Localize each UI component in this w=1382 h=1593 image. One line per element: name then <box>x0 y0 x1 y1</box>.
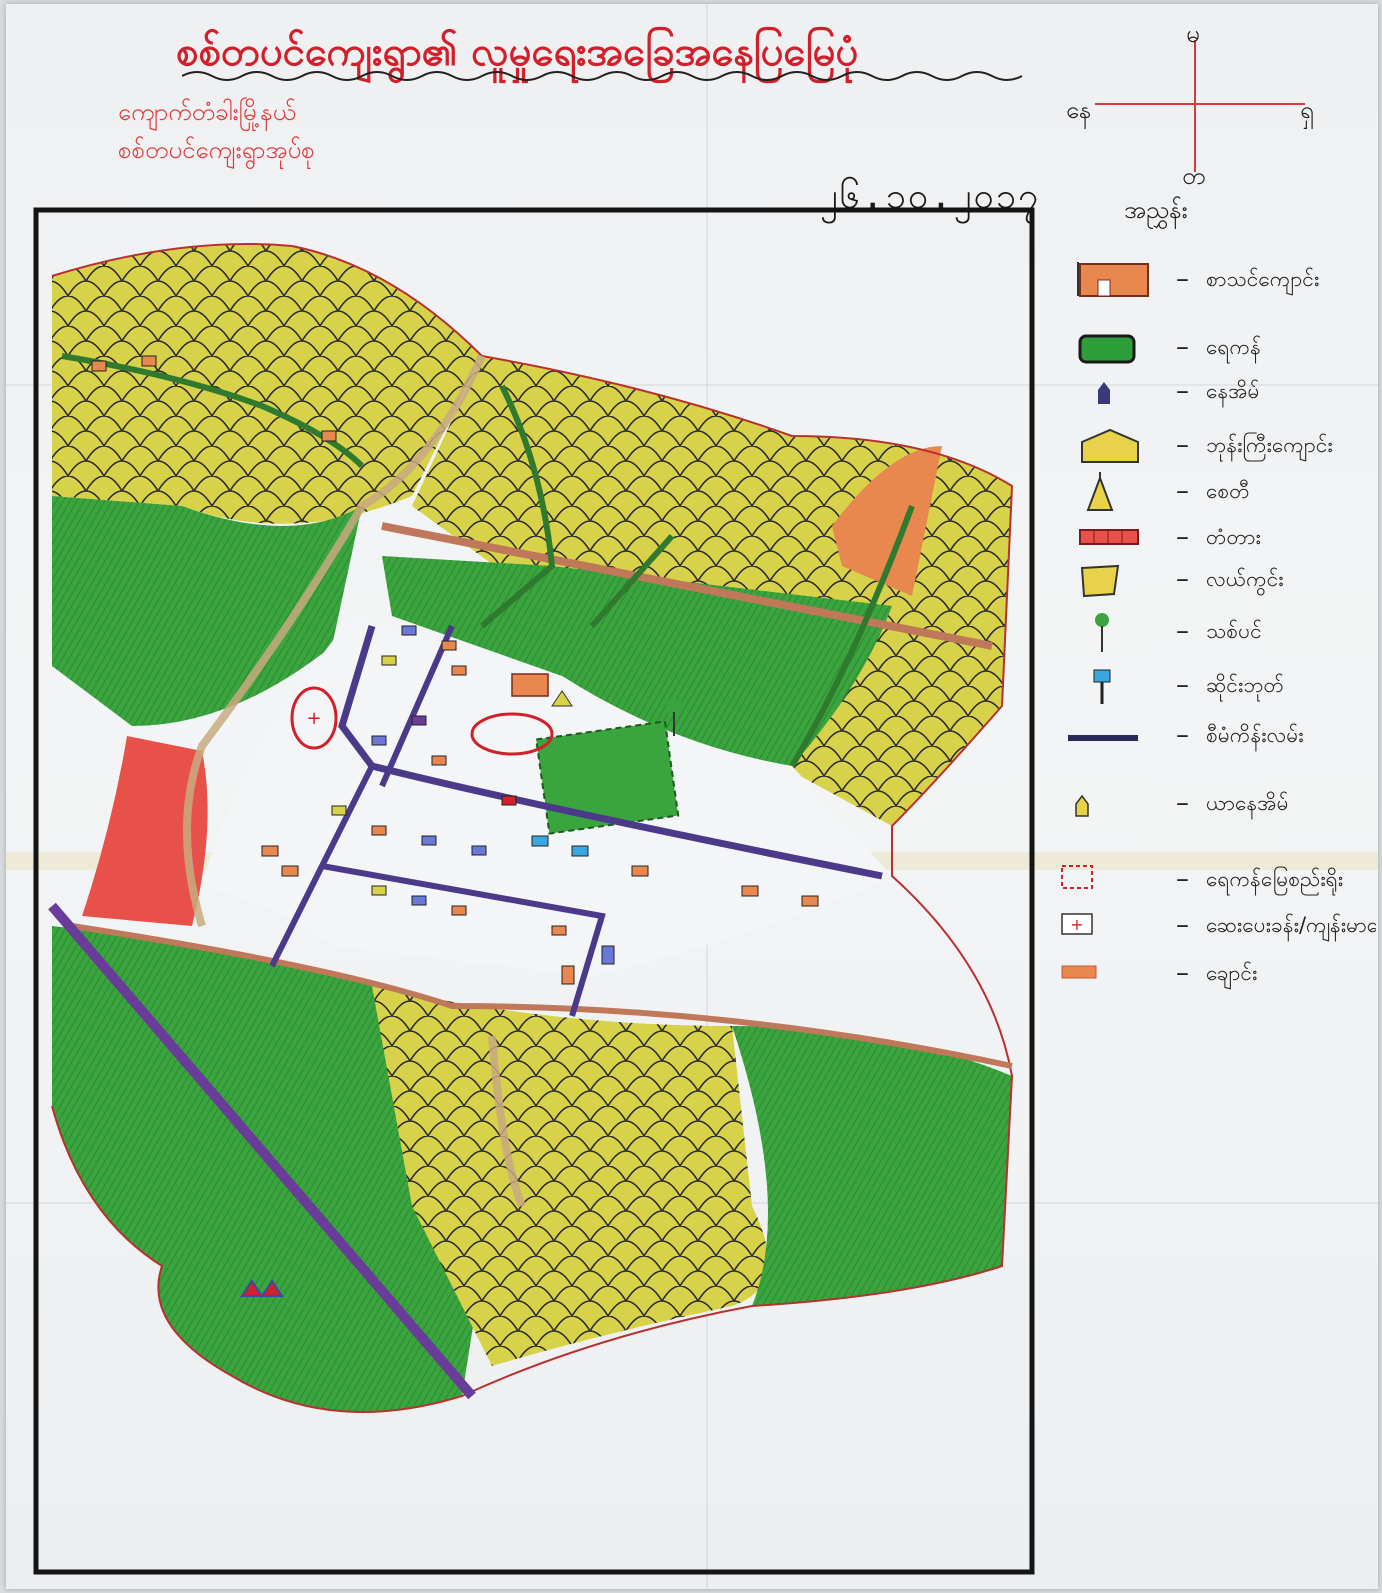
house-icon <box>1098 382 1110 404</box>
signboard-icon <box>1093 669 1111 704</box>
legend-item-bridge: –တံတား <box>1058 516 1378 560</box>
title-underline <box>182 71 1023 81</box>
road-purple-diagonal <box>48 902 476 1400</box>
legend-title: အညွှန်း <box>1124 196 1188 224</box>
legend-item-school: –စာသင်ကျောင်း <box>1058 258 1378 302</box>
compass-west: နေ <box>1066 96 1092 124</box>
pond <box>535 720 680 835</box>
legend-item-farmland: –လယ်ကွင်း <box>1058 558 1378 602</box>
legend-item-shelter: –ယာနေအိမ် <box>1058 782 1378 826</box>
pagoda-icon <box>551 690 573 707</box>
legend-item-signboard: –ဆိုင်းဘုတ် <box>1058 664 1378 708</box>
school-icon <box>1077 262 1149 297</box>
pagoda-icon <box>1086 472 1114 511</box>
road-brown-east-west <box>381 522 993 650</box>
compass-east: ရှ <box>1300 96 1314 124</box>
map-border <box>33 207 1035 1575</box>
legend-item-road: –စီမံကိန်းလမ်း <box>1058 714 1378 758</box>
stream-icon <box>1061 965 1097 979</box>
farmland-icon <box>1080 564 1120 598</box>
clinic-icon: + <box>1061 913 1093 935</box>
legend-item-house: –နေအိမ် <box>1058 370 1378 414</box>
legend-item-stream: –ချောင်း <box>1058 952 1378 996</box>
legend-item-monastery: –ဘုန်းကြီးကျောင်း <box>1058 424 1378 468</box>
houses-group <box>91 355 819 985</box>
road-purple-main <box>338 624 883 880</box>
bridge-icon <box>1079 529 1139 545</box>
subtitle-township: ကျောက်တံခါးမြို့နယ် <box>118 98 296 126</box>
school-icon <box>511 673 549 697</box>
road-purple-village <box>269 624 606 1017</box>
legend-item-pagoda: –စေတီ <box>1058 470 1378 514</box>
paper-fold <box>6 384 1378 386</box>
map-title: စစ်တပင်ကျေးရွာ၏ လူမှုရေးအခြေအနေပြမြေပုံ <box>176 29 859 75</box>
red-zone-west <box>82 736 208 926</box>
orange-zone <box>832 446 942 596</box>
tree-icon <box>1095 613 1109 652</box>
legend-item-boundary: –ရေကန်မြေစည်းရိုး <box>1058 858 1378 902</box>
clinic-cross-icon: + <box>306 708 321 729</box>
stream-tan <box>183 354 526 1208</box>
legend-item-clinic: + –ဆေးပေးခန်း/ကျန်းမာရေး <box>1058 904 1378 948</box>
legend-item-pond: –ရေကန် <box>1058 326 1378 370</box>
tree-icon <box>666 698 682 714</box>
boundary-icon <box>1061 865 1093 889</box>
legend-item-tree: –သစ်ပင် <box>1058 610 1378 654</box>
svg-text:+: + <box>1070 915 1083 934</box>
monastery-marker <box>470 712 554 756</box>
road-icon <box>1068 735 1138 741</box>
compass-north: မ <box>1186 20 1200 48</box>
compass-icon <box>1095 40 1305 172</box>
village-boundary <box>51 243 1014 1413</box>
landmark-icon <box>240 1279 284 1298</box>
pond-icon <box>1078 334 1136 364</box>
subtitle-village-tract: စစ်တပင်ကျေးရွာအုပ်စု <box>118 136 315 164</box>
shelter-icon <box>1075 794 1089 817</box>
clinic-marker <box>290 686 338 750</box>
road-brown-south <box>71 923 1013 1069</box>
compass-south: တ <box>1182 162 1206 190</box>
monastery-icon <box>1081 428 1139 463</box>
stream-green <box>61 353 915 768</box>
village-map: + <box>33 207 1035 1575</box>
